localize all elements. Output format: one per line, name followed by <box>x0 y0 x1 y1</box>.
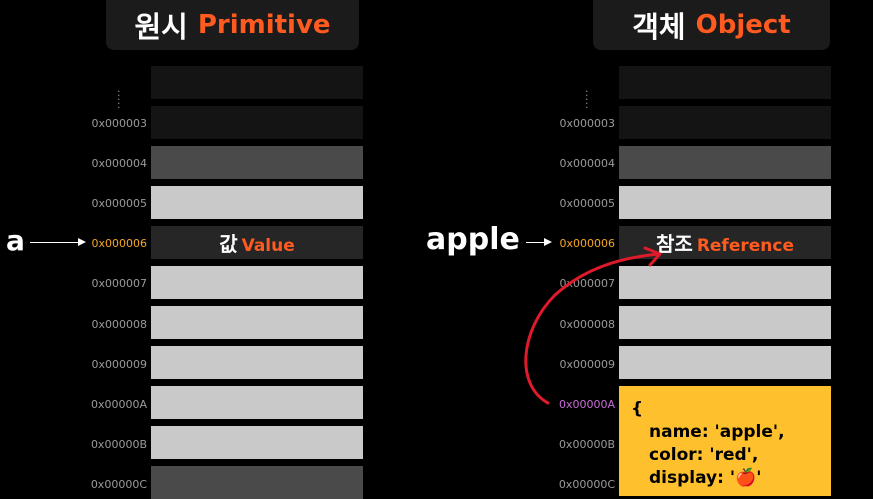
memory-cell <box>151 466 363 499</box>
address-label-highlighted: 0x000006 <box>559 237 616 250</box>
object-variable-label: apple <box>426 222 520 257</box>
value-ko: 값 <box>219 232 238 256</box>
memory-cell <box>619 266 831 299</box>
memory-cell <box>619 306 831 339</box>
address-label: 0x00000B <box>558 438 615 451</box>
address-label: 0x000008 <box>91 318 148 331</box>
address-label: 0x00000A <box>90 398 147 411</box>
address-label: 0x000009 <box>91 358 148 371</box>
memory-cell <box>151 106 363 139</box>
memory-cell <box>151 266 363 299</box>
primitive-title-ko: 원시 <box>134 10 188 44</box>
memory-cell <box>619 66 831 99</box>
address-label: 0x000009 <box>559 358 616 371</box>
object-line: color: 'red', <box>649 445 759 465</box>
ellipsis-dots: ····· <box>585 85 589 114</box>
primitive-title-en: Primitive <box>197 10 331 40</box>
memory-cell <box>151 426 363 459</box>
address-label: 0x000003 <box>559 117 616 130</box>
primitive-title: 원시 Primitive <box>106 0 359 50</box>
address-label: 0x000005 <box>559 197 616 210</box>
address-label: 0x00000C <box>558 478 615 491</box>
memory-cell <box>151 346 363 379</box>
object-literal-box: { name: 'apple', color: 'red', display: … <box>619 386 831 496</box>
memory-cell <box>151 146 363 179</box>
memory-cell <box>619 106 831 139</box>
primitive-pointer-arrow-head <box>78 238 86 246</box>
primitive-variable-label: a <box>6 224 25 257</box>
address-label: 0x000007 <box>559 277 616 290</box>
value-en: Value <box>241 236 295 256</box>
reference-en: Reference <box>696 236 794 256</box>
memory-cell <box>619 186 831 219</box>
address-label: 0x00000C <box>90 478 147 491</box>
address-label: 0x000004 <box>559 157 616 170</box>
object-line: { <box>631 399 644 419</box>
ellipsis-dots: ····· <box>117 85 121 114</box>
object-title-ko: 객체 <box>632 10 686 44</box>
memory-cell <box>619 146 831 179</box>
memory-cell <box>151 306 363 339</box>
address-label: 0x000004 <box>91 157 148 170</box>
object-pointer-arrow-line <box>526 242 544 243</box>
object-line: display: '🍎' <box>649 468 762 488</box>
address-label-object: 0x00000A <box>558 398 615 411</box>
primitive-pointer-arrow-line <box>30 242 78 243</box>
address-label: 0x000003 <box>91 117 148 130</box>
address-label-highlighted: 0x000006 <box>91 237 148 250</box>
reference-ko: 참조 <box>656 232 693 256</box>
memory-cell <box>151 66 363 99</box>
object-line: name: 'apple', <box>649 422 785 442</box>
address-label: 0x00000B <box>90 438 147 451</box>
memory-cell <box>151 186 363 219</box>
object-title: 객체 Object <box>593 0 830 50</box>
memory-cell <box>619 346 831 379</box>
address-label: 0x000005 <box>91 197 148 210</box>
address-label: 0x000008 <box>559 318 616 331</box>
memory-cell <box>151 386 363 419</box>
object-title-en: Object <box>695 10 791 40</box>
address-label: 0x000007 <box>91 277 148 290</box>
object-pointer-arrow-head <box>544 238 552 246</box>
